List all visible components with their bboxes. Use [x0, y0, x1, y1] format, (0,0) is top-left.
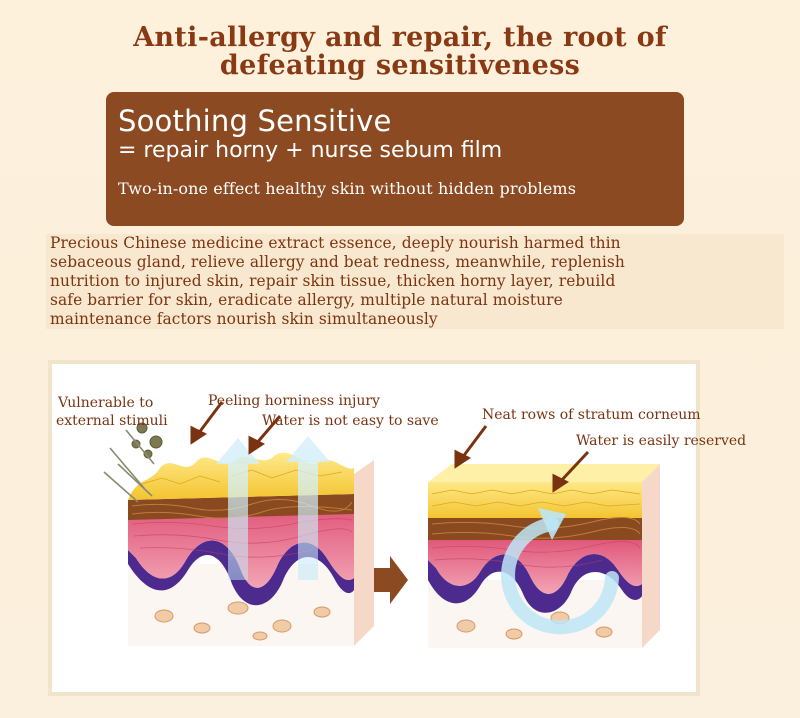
- label-water-not-easy: Water is not easy to save: [262, 413, 439, 429]
- headline: Anti-allergy and repair, the root of def…: [0, 24, 800, 80]
- label-neat-rows: Neat rows of stratum corneum: [482, 407, 701, 423]
- paragraph-line-3: nutrition to injured skin, repair skin t…: [50, 272, 616, 290]
- label-vulnerable-line-1: Vulnerable to: [58, 395, 154, 411]
- label-water-reserved: Water is easily reserved: [576, 433, 747, 449]
- transition-arrow: [374, 556, 408, 604]
- healthy-skin-block: [428, 425, 660, 648]
- skin-comparison-diagram: Vulnerable to external stimuli Peeling h…: [48, 360, 746, 696]
- banner: Soothing Sensitive = repair horny + nurs…: [106, 92, 684, 226]
- banner-description: Two-in-one effect healthy skin without h…: [118, 179, 577, 198]
- headline-line-2: defeating sensitiveness: [219, 50, 581, 81]
- skin-diagram-svg: [103, 401, 660, 648]
- label-vulnerable-line-2: external stimuli: [56, 413, 168, 429]
- paragraph-line-4: safe barrier for skin, eradicate allergy…: [50, 291, 563, 309]
- paragraph-line-1: Precious Chinese medicine extract essenc…: [50, 234, 621, 252]
- paragraph-line-5: maintenance factors nourish skin simulta…: [50, 310, 438, 328]
- headline-line-1: Anti-allergy and repair, the root of: [133, 22, 667, 53]
- paragraph-line-2: sebaceous gland, relieve allergy and bea…: [50, 253, 625, 271]
- label-peeling-horniness: Peeling horniness injury: [208, 393, 380, 409]
- description-paragraph: Precious Chinese medicine extract essenc…: [46, 234, 784, 329]
- damaged-skin-block: [103, 401, 374, 646]
- banner-subtitle: = repair horny + nurse sebum film: [118, 138, 503, 163]
- banner-title: Soothing Sensitive: [118, 104, 392, 138]
